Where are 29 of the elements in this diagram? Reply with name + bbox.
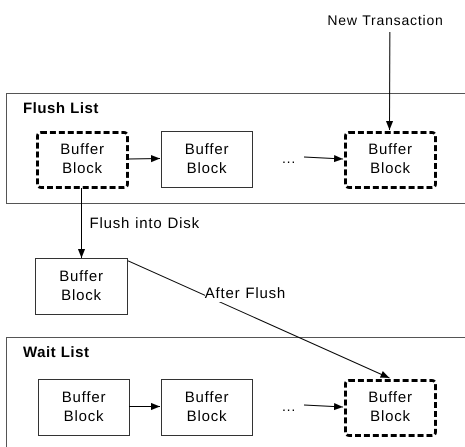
arrow [78, 188, 86, 258]
buffer-block [161, 379, 253, 436]
dashed-block [344, 131, 437, 189]
node-label: ... [282, 150, 296, 166]
buffer-block [38, 379, 130, 436]
arrow [304, 402, 344, 410]
block-label: Buffer Block [367, 389, 414, 427]
buffer-block [161, 131, 253, 188]
block-label: Buffer Block [58, 268, 105, 306]
block-label: Buffer Block [59, 141, 106, 179]
block-label: Buffer Block [367, 141, 414, 179]
node-label: ... [282, 398, 296, 414]
buffer-block [35, 258, 128, 315]
list-panel [6, 93, 465, 204]
arrow [386, 32, 394, 130]
panel-title: Wait List [23, 344, 90, 361]
list-panel [6, 337, 465, 447]
block-label: Buffer Block [184, 388, 230, 426]
arrow [128, 402, 160, 410]
block-label: Buffer Block [184, 140, 230, 178]
block-label: Buffer Block [60, 388, 108, 426]
node-label: New Transaction [327, 12, 444, 28]
arrow [128, 260, 390, 378]
panel-title: Flush List [23, 100, 99, 117]
arrow [304, 154, 344, 162]
edge-label: After Flush [204, 285, 286, 302]
dashed-block [36, 131, 129, 189]
arrow [128, 155, 160, 162]
dashed-block [344, 379, 437, 437]
